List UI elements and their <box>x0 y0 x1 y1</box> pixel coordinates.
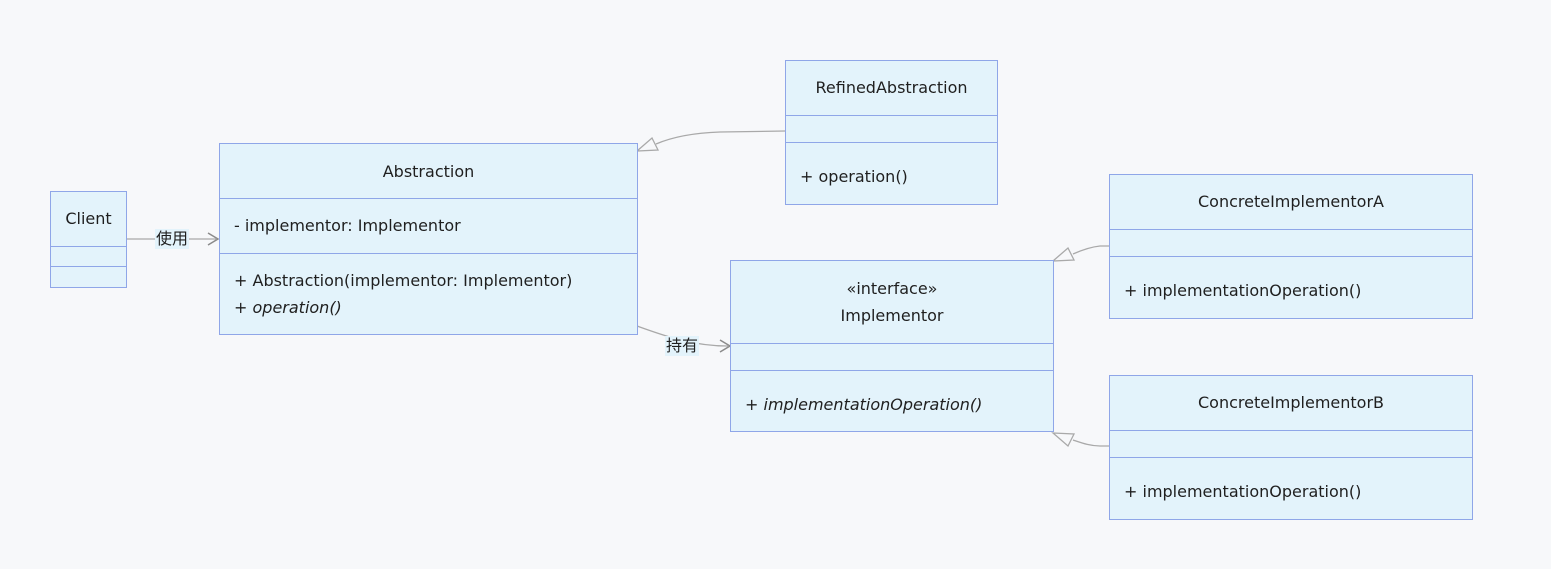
uses-arrowhead <box>207 232 220 246</box>
class-abstraction[interactable]: Abstraction - implementor: Implementor +… <box>219 143 638 335</box>
method: + implementationOperation() <box>1124 281 1362 300</box>
method: + Abstraction(implementor: Implementor) <box>234 271 573 290</box>
class-name: RefinedAbstraction <box>815 78 968 97</box>
stereotype: «interface» <box>846 279 938 298</box>
class-implementor[interactable]: «interface» Implementor + implementation… <box>730 260 1054 432</box>
methods-compartment <box>51 266 126 267</box>
refined-inheritance-line <box>655 130 786 145</box>
concrete-a-realization-arrowhead <box>1051 246 1076 262</box>
class-name: Abstraction <box>382 162 475 181</box>
attributes-compartment <box>220 198 637 199</box>
attribute: - implementor: Implementor <box>234 216 461 235</box>
holds-label: 持有 <box>665 336 700 356</box>
attributes-compartment <box>786 115 997 116</box>
method: + operation() <box>800 167 908 186</box>
methods-compartment <box>1110 457 1472 458</box>
class-concrete-implementor-a[interactable]: ConcreteImplementorA + implementationOpe… <box>1109 174 1473 319</box>
methods-compartment <box>731 370 1053 371</box>
concrete-b-realization-line <box>1072 439 1110 447</box>
method: + implementationOperation() <box>745 395 983 414</box>
methods-compartment <box>1110 256 1472 257</box>
class-refined-abstraction[interactable]: RefinedAbstraction + operation() <box>785 60 998 205</box>
attributes-compartment <box>1110 430 1472 431</box>
concrete-b-realization-arrowhead <box>1051 432 1076 448</box>
class-name: Client <box>65 209 112 228</box>
class-name: ConcreteImplementorB <box>1197 393 1385 412</box>
concrete-a-realization-line <box>1072 245 1110 255</box>
method: + operation() <box>234 298 342 317</box>
class-client[interactable]: Client <box>50 191 127 288</box>
method: + implementationOperation() <box>1124 482 1362 501</box>
attributes-compartment <box>1110 229 1472 230</box>
refined-inheritance-arrowhead <box>635 136 660 152</box>
attributes-compartment <box>731 343 1053 344</box>
class-name: Implementor <box>840 306 944 325</box>
attributes-compartment <box>51 246 126 247</box>
class-concrete-implementor-b[interactable]: ConcreteImplementorB + implementationOpe… <box>1109 375 1473 520</box>
methods-compartment <box>220 253 637 254</box>
methods-compartment <box>786 142 997 143</box>
uses-label: 使用 <box>155 229 190 249</box>
class-name: ConcreteImplementorA <box>1198 192 1384 211</box>
